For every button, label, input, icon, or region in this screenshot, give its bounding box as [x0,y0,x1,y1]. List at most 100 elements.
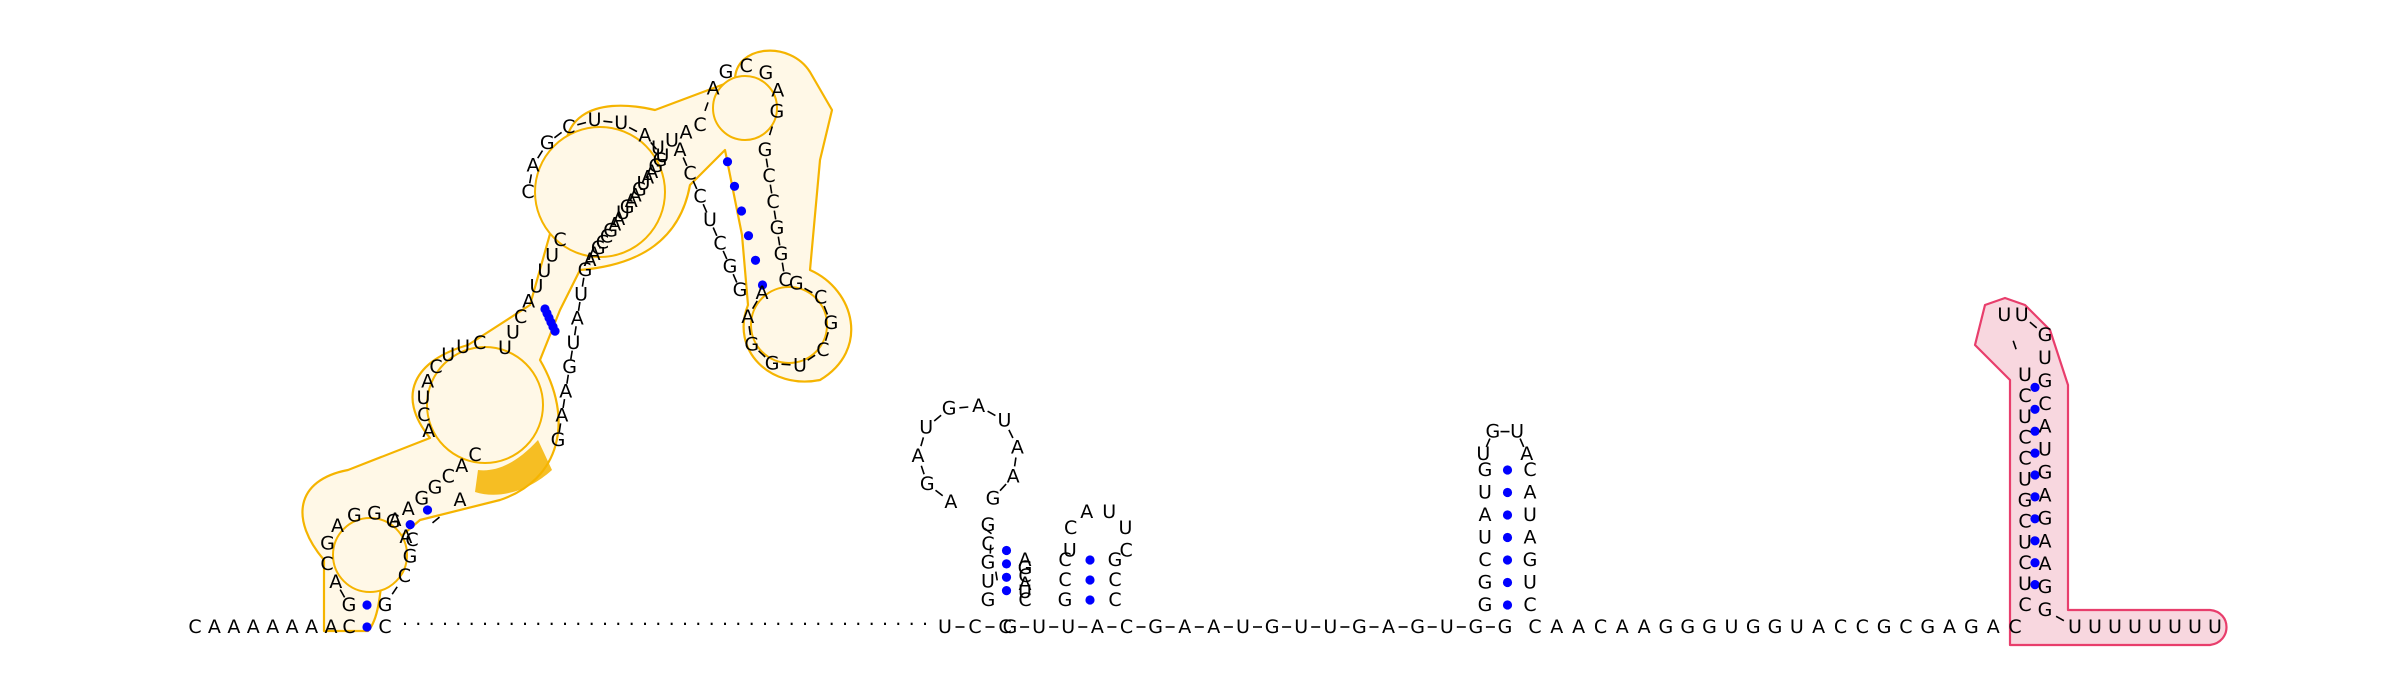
nucleotide-A: A [247,616,260,638]
nucleotide-U: U [1997,304,2011,326]
nucleotide-A: A [1987,616,2000,638]
nucleotide-.: . [682,608,688,630]
nucleotide-C: C [342,616,355,638]
base-pair-dot [362,600,371,609]
nucleotide-U: U [566,332,580,354]
nucleotide-G: G [347,504,362,526]
nucleotide-.: . [829,608,835,630]
nucleotide-U: U [2068,616,2082,638]
nucleotide-G: G [758,139,773,161]
nucleotide-U: U [2018,573,2032,595]
loop-outline [713,76,777,140]
nucleotide-A: A [2039,530,2052,552]
nucleotide-.: . [469,608,475,630]
nucleotide-.: . [429,608,435,630]
nucleotide-A: A [1382,616,1395,638]
nucleotide-C: C [473,332,486,354]
nucleotide-U: U [2018,406,2032,428]
nucleotide-G: G [765,352,780,374]
nucleotide-A: A [944,491,957,513]
nucleotide-.: . [735,608,741,630]
nucleotide-.: . [909,608,915,630]
backbone-link [996,572,997,581]
nucleotide-.: . [575,608,581,630]
nucleotide-G: G [562,356,577,378]
nucleotide-U: U [1440,616,1454,638]
nucleotide-C: C [553,229,566,251]
base-pair-dot [751,256,760,265]
nucleotide-U: U [1476,443,1490,465]
nucleotide-A: A [1524,527,1537,549]
backbone-link [1000,484,1006,491]
nucleotide-U: U [1323,616,1337,638]
nucleotide-.: . [882,608,888,630]
nucleotide-U: U [2038,347,2052,369]
nucleotide-.: . [415,608,421,630]
nucleotide-C: C [1478,549,1491,571]
base-pair-dot [1503,600,1512,609]
nucleotide-A: A [912,445,925,467]
backbone-link [988,411,996,415]
nucleotide-U: U [997,410,1011,432]
nucleotide-U: U [2088,616,2102,638]
base-pair-dot [1085,595,1094,604]
nucleotide-G: G [1410,616,1425,638]
nucleotide-.: . [509,608,515,630]
nucleotide-A: A [741,306,754,328]
nucleotide-C: C [1064,517,1077,539]
nucleotide-C: C [2018,448,2031,470]
nucleotide-G: G [2038,462,2053,484]
nucleotide-G: G [428,477,443,499]
nucleotide-C: C [1108,569,1121,591]
backbone-link [959,407,968,408]
nucleotide-.: . [895,608,901,630]
nucleotide-C: C [2018,552,2031,574]
base-pair-dot [723,157,732,166]
nucleotide-.: . [815,608,821,630]
base-pair-dot [1002,546,1011,555]
nucleotide-.: . [549,608,555,630]
nucleotide-.: . [482,608,488,630]
nucleotide-U: U [588,109,602,131]
nucleotide-G: G [1523,549,1538,571]
nucleotide-G: G [723,256,738,278]
nucleotide-G: G [1003,616,1018,638]
nucleotide-A: A [1550,616,1563,638]
nucleotide-A: A [305,616,318,638]
nucleotide-A: A [286,616,299,638]
nucleotide-U: U [2168,616,2182,638]
nucleotide-C: C [405,529,418,551]
nucleotide-G: G [1469,616,1484,638]
nucleotide-U: U [938,616,952,638]
nucleotide-G: G [942,398,957,420]
nucleotide-.: . [655,608,661,630]
nucleotide-A: A [1007,466,1020,488]
nucleotide-A: A [1011,436,1024,458]
nucleotide-U: U [1510,421,1524,443]
nucleotide-U: U [614,112,628,134]
nucleotide-C: C [1899,616,1912,638]
nucleotide-C: C [1856,616,1869,638]
nucleotide-G: G [744,333,759,355]
nucleotide-G: G [1659,616,1674,638]
nucleotide-.: . [629,608,635,630]
nucleotide-A: A [1943,616,1956,638]
nucleotide-C: C [1058,569,1071,591]
nucleotide-U: U [1724,616,1738,638]
nucleotide-U: U [574,283,588,305]
base-pair-dot [744,231,753,240]
nucleotide-A: A [1091,616,1104,638]
nucleotide-C: C [1018,589,1031,611]
nucleotide-U: U [441,344,455,366]
nucleotide-U: U [2018,469,2032,491]
base-pair-dot [1002,586,1011,595]
nucleotide-C: C [2018,427,2031,449]
nucleotide-G: G [1148,616,1163,638]
nucleotide-.: . [535,608,541,630]
nucleotide-U: U [2108,616,2122,638]
nucleotide-U: U [1790,616,1804,638]
nucleotide-G: G [2038,370,2053,392]
nucleotide-G: G [1058,589,1073,611]
nucleotide-C: C [981,533,994,555]
